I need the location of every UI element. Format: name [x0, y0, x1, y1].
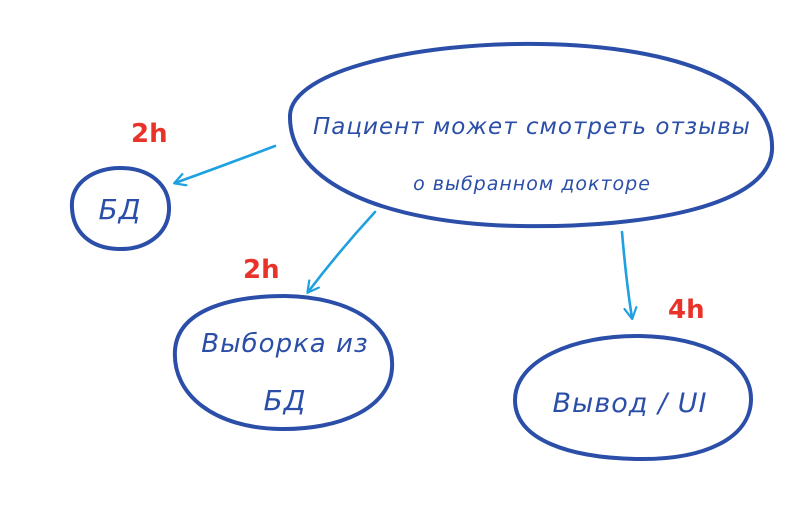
output-node: Вывод / UI	[512, 333, 754, 462]
estimate-output: 4h	[668, 295, 705, 325]
db-node: БД	[69, 165, 172, 252]
main-node: Пациент может смотреть отзывы о выбранно…	[287, 41, 775, 229]
select-node-line1: Выборка из	[201, 329, 368, 359]
estimate-db: 2h	[131, 119, 168, 149]
arrow-to-select	[308, 210, 377, 292]
main-node-line1: Пациент может смотреть отзывы	[313, 114, 751, 140]
main-node-ellipse	[287, 41, 775, 229]
select-node-ellipse	[172, 293, 395, 432]
select-node-line2: БД	[263, 384, 306, 417]
arrow-to-db	[175, 144, 277, 183]
db-node-label: БД	[98, 193, 141, 226]
db-node-ellipse	[69, 165, 172, 252]
output-node-ellipse	[512, 333, 754, 462]
select-node: Выборка из БД	[172, 293, 395, 432]
output-node-label: Вывод / UI	[553, 388, 708, 419]
main-node-line2: о выбранном докторе	[413, 173, 651, 195]
estimate-select: 2h	[243, 255, 280, 285]
arrow-to-output	[620, 230, 632, 318]
